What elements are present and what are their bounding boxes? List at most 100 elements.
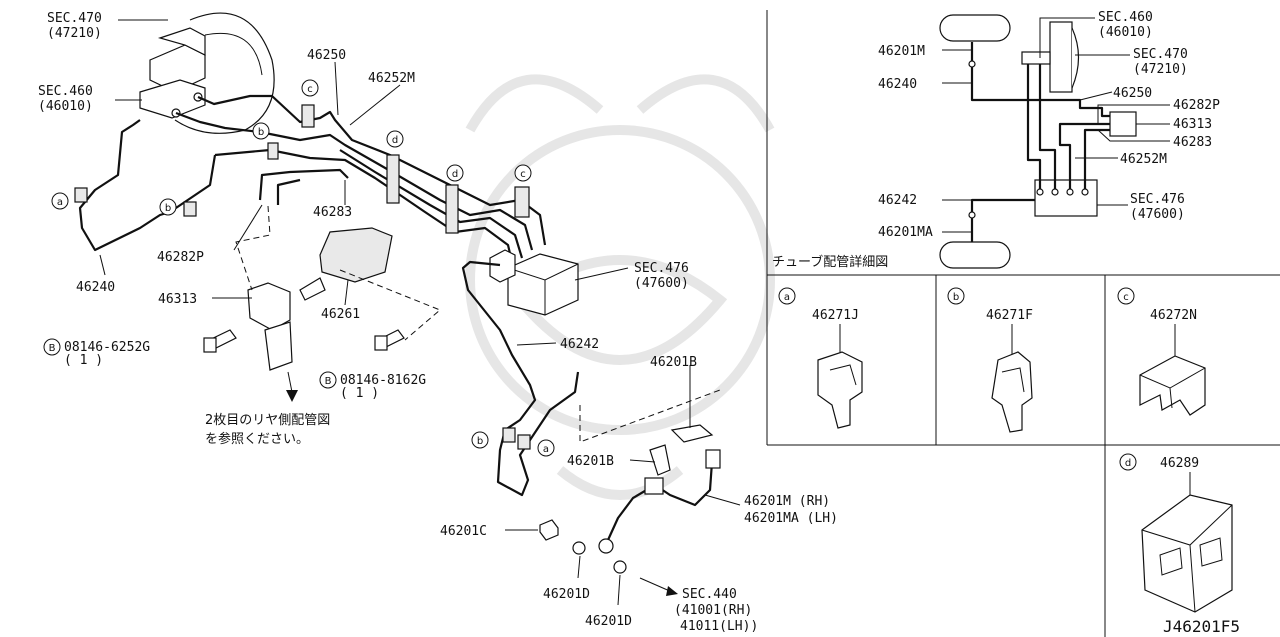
label-46261: 46261 xyxy=(321,307,360,322)
label-sec470-sub: (47210) xyxy=(47,26,102,41)
detail-label-46313: 46313 xyxy=(1173,117,1212,132)
rear-note-line1: 2枚目のリヤ側配管図 xyxy=(205,413,330,428)
svg-text:a: a xyxy=(784,292,790,303)
pipe-46250 xyxy=(197,94,547,246)
clip-box-a: a 46271J xyxy=(778,287,863,429)
brake-hose-46201m xyxy=(598,449,721,554)
svg-text:d: d xyxy=(392,135,398,146)
label-46201b-left: 46201B xyxy=(567,454,614,469)
label-bolt2-qty: ( 1 ) xyxy=(340,386,379,401)
svg-text:b: b xyxy=(165,203,171,214)
svg-text:d: d xyxy=(1125,458,1131,469)
detail-label-46201ma: 46201MA xyxy=(878,225,933,240)
callout-a-main-2: a xyxy=(537,439,555,457)
detail-label-sec476: SEC.476 xyxy=(1130,192,1185,207)
svg-text:a: a xyxy=(543,444,549,455)
pipe-46283 xyxy=(339,149,524,259)
svg-text:c: c xyxy=(307,84,313,95)
detail-label-46252m: 46252M xyxy=(1120,152,1167,167)
bolt-08146-8162g xyxy=(374,329,405,351)
svg-text:c: c xyxy=(1123,292,1129,303)
detail-label-46282p: 46282P xyxy=(1173,98,1220,113)
union-bolt-46201c xyxy=(539,519,627,574)
detail-label-46201m: 46201M xyxy=(878,44,925,59)
label-46240: 46240 xyxy=(76,280,115,295)
svg-text:c: c xyxy=(520,169,526,180)
label-46282p: 46282P xyxy=(157,250,204,265)
bolt-mark-1: B xyxy=(43,338,61,356)
svg-text:b: b xyxy=(258,127,264,138)
clip-46201b xyxy=(649,424,714,476)
callout-a-main: a xyxy=(51,192,69,210)
svg-text:46272N: 46272N xyxy=(1150,308,1197,323)
pipe-46283-branch xyxy=(258,168,349,201)
callout-c-main-2: c xyxy=(514,164,532,182)
label-46283: 46283 xyxy=(313,205,352,220)
label-bolt1: 08146-6252G xyxy=(64,340,150,355)
detail-label-46242: 46242 xyxy=(878,193,917,208)
detail-label-46283: 46283 xyxy=(1173,135,1212,150)
callout-b-main-1: b xyxy=(159,198,177,216)
label-46250: 46250 xyxy=(307,48,346,63)
callout-b-main-2: b xyxy=(252,122,270,140)
label-46201ma: 46201MA (LH) xyxy=(744,511,838,526)
label-46201b-top: 46201B xyxy=(650,355,697,370)
joint-46313 xyxy=(247,282,298,402)
detail-label-sec460: SEC.460 xyxy=(1098,10,1153,25)
label-sec440-lh: 41011(LH)) xyxy=(680,619,758,634)
detail-label-sec470: SEC.470 xyxy=(1133,47,1188,62)
detail-label-sec470-sub: (47210) xyxy=(1133,62,1188,77)
callout-c-main-1: c xyxy=(301,79,319,97)
callout-d-main-2: d xyxy=(446,164,464,182)
label-46242: 46242 xyxy=(560,337,599,352)
label-sec440-rh: (41001(RH) xyxy=(674,603,752,618)
clip-boxes: a 46271J b 46271F c 46272N d xyxy=(767,275,1280,637)
label-sec460: SEC.460 xyxy=(38,84,93,99)
label-46201m: 46201M (RH) xyxy=(744,494,830,509)
bracket-46261 xyxy=(299,227,393,301)
svg-text:d: d xyxy=(452,169,458,180)
detail-label-46250: 46250 xyxy=(1113,86,1152,101)
pipe-46282p-branch xyxy=(276,178,301,205)
clip-box-d: d 46289 xyxy=(1119,453,1233,613)
dashed-guides xyxy=(235,205,721,443)
watermark-emblem xyxy=(465,74,775,500)
label-46201c: 46201C xyxy=(440,524,487,539)
label-46201d-1: 46201D xyxy=(543,587,590,602)
svg-text:46271J: 46271J xyxy=(812,308,859,323)
svg-text:a: a xyxy=(57,197,63,208)
label-46313: 46313 xyxy=(158,292,197,307)
label-sec470: SEC.470 xyxy=(47,11,102,26)
callout-b-main-3: b xyxy=(471,431,489,449)
label-sec440: SEC.440 xyxy=(682,587,737,602)
bolt-08146-6252g xyxy=(203,329,237,353)
detail-panel: 46201M 46240 SEC.460 (46010) SEC.470 (47… xyxy=(766,10,1280,445)
svg-text:B: B xyxy=(325,376,332,387)
label-46201d-2: 46201D xyxy=(585,614,632,629)
label-sec476: SEC.476 xyxy=(634,261,689,276)
label-bolt2: 08146-8162G xyxy=(340,373,426,388)
label-46252m: 46252M xyxy=(368,71,415,86)
svg-text:b: b xyxy=(477,436,483,447)
callout-d-main-1: d xyxy=(386,130,404,148)
svg-text:46289: 46289 xyxy=(1160,456,1199,471)
label-sec460-sub: (46010) xyxy=(38,99,93,114)
detail-title: チューブ配管詳細図 xyxy=(772,254,888,270)
pipe-46240 xyxy=(78,119,217,252)
clip-box-c: c 46272N xyxy=(1117,287,1206,416)
svg-text:B: B xyxy=(49,343,56,354)
bolt-mark-2: B xyxy=(319,371,337,389)
clip-box-b: b 46271F xyxy=(947,287,1033,433)
detail-label-sec476-sub: (47600) xyxy=(1130,207,1185,222)
label-sec476-sub: (47600) xyxy=(634,276,689,291)
master-cylinder xyxy=(139,27,206,119)
drawing-number: J46201F5 xyxy=(1163,617,1240,636)
pipe-46282p xyxy=(214,148,514,263)
detail-label-sec460-sub: (46010) xyxy=(1098,25,1153,40)
tube-markers xyxy=(74,104,531,450)
leader-lines xyxy=(99,19,741,606)
svg-text:46271F: 46271F xyxy=(986,308,1033,323)
label-bolt1-qty: ( 1 ) xyxy=(64,353,103,368)
svg-text:b: b xyxy=(953,292,959,303)
